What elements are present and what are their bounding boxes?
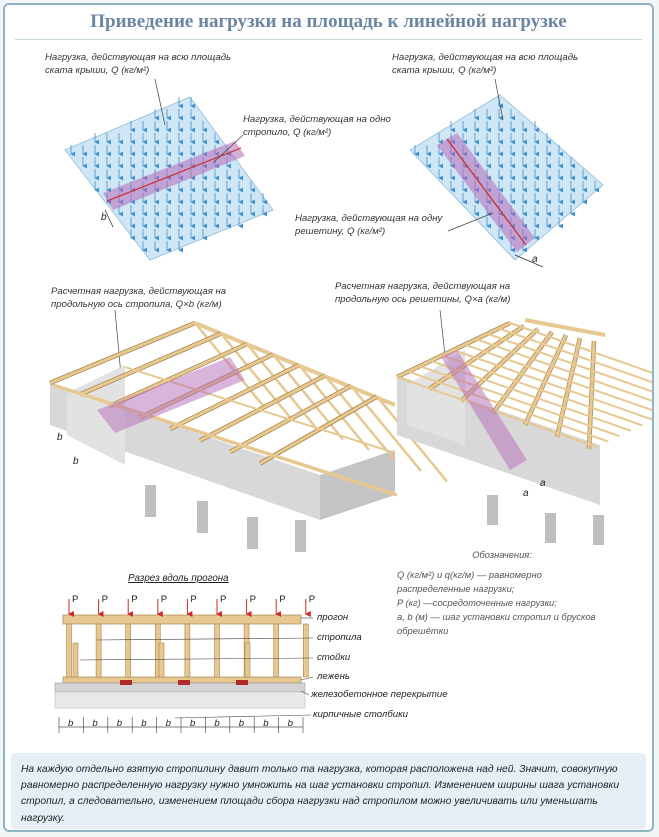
- dim-b-top: b: [101, 211, 107, 224]
- section-post: [245, 643, 250, 677]
- label-design-batten: Расчетная нагрузка, действующая на продо…: [335, 280, 545, 306]
- section-rafter: [96, 624, 101, 677]
- section-rafter: [126, 624, 131, 677]
- legend-line-2: P (кг) —сосредоточенные нагрузки;: [397, 596, 607, 610]
- support-pad: [178, 680, 190, 685]
- label-rafter-load: Нагрузка, действующая на одно стропило, …: [243, 113, 393, 139]
- section-rafter: [185, 624, 190, 677]
- support-column: [247, 517, 258, 549]
- roof-plane-left: [65, 97, 273, 260]
- spacing-b-label: b: [288, 718, 293, 729]
- point-load-label: P: [161, 594, 167, 605]
- support-column: [545, 513, 556, 543]
- point-load-label: P: [250, 594, 256, 605]
- legend-title: Обозначения:: [397, 548, 607, 562]
- part-purlin: прогон: [317, 612, 348, 623]
- dim-b-roof-2: b: [73, 455, 79, 468]
- spacing-b-label: b: [166, 718, 171, 729]
- point-load-label: P: [309, 594, 315, 605]
- part-brick-columns: кирпичные столбики: [313, 709, 408, 720]
- part-slab: железобетонное перекрытие: [311, 689, 448, 700]
- spacing-b-label: b: [263, 718, 268, 729]
- explanation-panel: На каждую отдельно взятую стропилину дав…: [11, 753, 646, 829]
- spacing-b-label: b: [117, 718, 122, 729]
- support-column: [487, 495, 498, 525]
- dim-b-roof-1: b: [57, 431, 63, 444]
- legend-line-3: a, b (м) — шаг установки стропил и бруск…: [397, 610, 607, 638]
- point-load-label: P: [102, 594, 108, 605]
- dim-a-roof-1: a: [540, 477, 546, 490]
- diagram-frame: Приведение нагрузки на площадь к линейно…: [3, 3, 654, 832]
- spacing-b-label: b: [92, 718, 97, 729]
- part-posts: стойки: [317, 652, 350, 663]
- label-area-load-right: Нагрузка, действующая на всю площадь ска…: [392, 51, 582, 77]
- section-leader: [301, 677, 313, 680]
- support-pad: [236, 680, 248, 685]
- support-column: [145, 485, 156, 517]
- spacing-b-label: b: [214, 718, 219, 729]
- label-batten-load: Нагрузка, действующая на одну решетину, …: [295, 212, 445, 238]
- legend-line-1: Q (кг/м²) и q(кг/м) — равномерно распред…: [397, 568, 607, 596]
- section-rafter: [303, 624, 308, 677]
- dim-a-line: [515, 255, 543, 267]
- point-load-label: P: [220, 594, 226, 605]
- roof-frame-right: [397, 320, 652, 545]
- section-drawing: [55, 599, 313, 733]
- roof-frame-left: [50, 323, 447, 552]
- support-column: [593, 515, 604, 545]
- part-rafters: стропила: [317, 632, 362, 643]
- support-column: [295, 520, 306, 552]
- explanation-text: На каждую отдельно взятую стропилину дав…: [11, 753, 646, 827]
- section-post: [73, 643, 78, 677]
- point-load-label: P: [190, 594, 196, 605]
- support-pad: [120, 680, 132, 685]
- point-load-label: P: [279, 594, 285, 605]
- spacing-b-label: b: [239, 718, 244, 729]
- spacing-b-label: b: [190, 718, 195, 729]
- section-rafter: [215, 624, 220, 677]
- label-design-rafter: Расчетная нагрузка, действующая на продо…: [51, 285, 261, 311]
- section-rafter: [274, 624, 279, 677]
- legend: Обозначения: Q (кг/м²) и q(кг/м) — равно…: [397, 548, 607, 638]
- section-title: Разрез вдоль прогона: [128, 573, 229, 584]
- label-area-load-left: Нагрузка, действующая на всю площадь ска…: [45, 51, 255, 77]
- point-load-label: P: [131, 594, 137, 605]
- point-load-label: P: [72, 594, 78, 605]
- roof-plane-right: [410, 95, 603, 267]
- spacing-b-label: b: [141, 718, 146, 729]
- section-post: [159, 643, 164, 677]
- section-rafter: [67, 624, 72, 677]
- dim-a-roof-2: a: [523, 487, 529, 500]
- part-sill: лежень: [317, 671, 350, 682]
- dim-a-top: a: [532, 253, 538, 266]
- support-column: [197, 501, 208, 533]
- spacing-b-label: b: [68, 718, 73, 729]
